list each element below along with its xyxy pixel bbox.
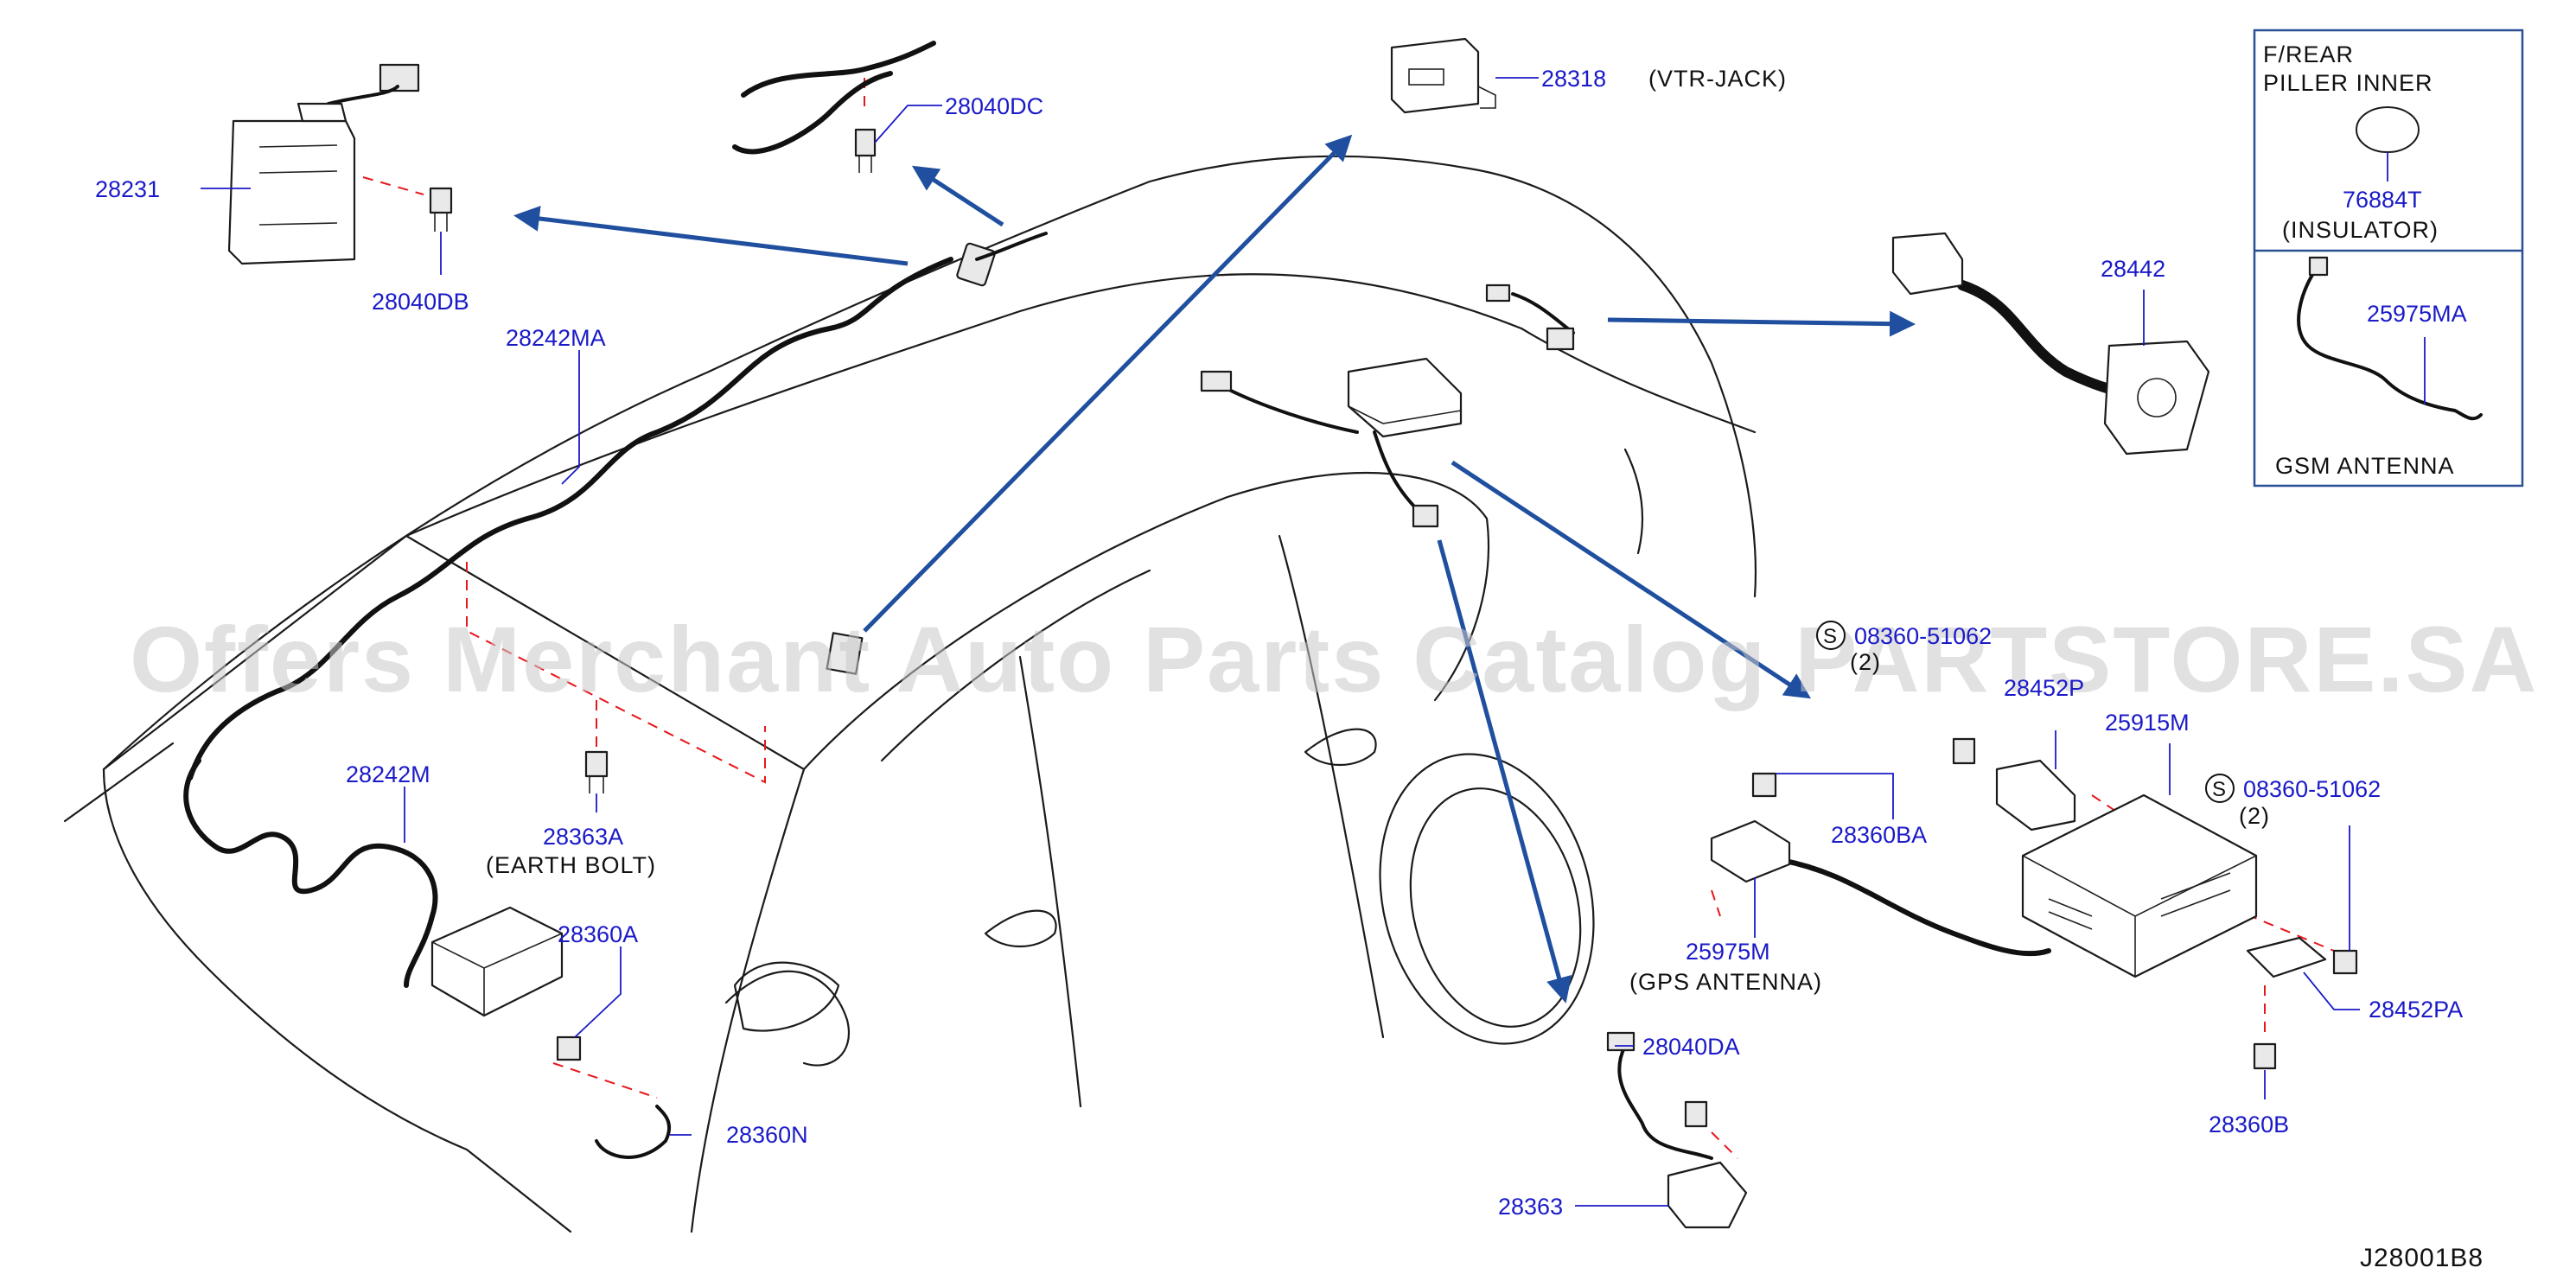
module-28231 bbox=[227, 63, 420, 265]
bolt-28040DC bbox=[854, 128, 877, 173]
vtr-jack-28318 bbox=[1390, 37, 1496, 114]
bolt-08360-top bbox=[1952, 737, 1976, 765]
s-symbol-circle-right bbox=[2205, 774, 2235, 803]
inset-panel bbox=[2253, 29, 2524, 487]
bolt-08360-right bbox=[2332, 949, 2358, 975]
car-connectors bbox=[826, 284, 1575, 675]
label-28242M[interactable]: 28242M bbox=[346, 761, 430, 787]
bolt-28040DB bbox=[429, 187, 453, 232]
bracket-28363 bbox=[1606, 1031, 1748, 1229]
label-28363[interactable]: 28363 bbox=[1498, 1194, 1563, 1220]
bracket-28452P bbox=[1995, 759, 2076, 831]
inset-labels: F/REAR PILLER INNER 76884T (INSULATOR) 2… bbox=[2263, 41, 2467, 479]
label-28318[interactable]: 28318 bbox=[1541, 66, 1606, 92]
s-symbol-top: S bbox=[1823, 625, 1838, 648]
bolt-28360B bbox=[2253, 1042, 2277, 1070]
leader-lines bbox=[201, 77, 2360, 1207]
label-28040DB[interactable]: 28040DB bbox=[372, 289, 469, 315]
label-28442[interactable]: 28442 bbox=[2101, 256, 2165, 282]
harness-28040DC bbox=[732, 41, 936, 155]
harness-28242MA bbox=[188, 232, 1048, 780]
label-qty-right: (2) bbox=[2239, 803, 2270, 829]
bracket-28452PA bbox=[2246, 936, 2327, 978]
label-28231[interactable]: 28231 bbox=[95, 176, 160, 202]
inset-title-line1: F/REAR bbox=[2263, 41, 2354, 67]
label-28452P[interactable]: 28452P bbox=[2004, 675, 2084, 701]
label-earth-bolt: (EARTH BOLT) bbox=[486, 852, 656, 878]
harness-28040DA bbox=[1617, 1044, 1713, 1160]
label-28360A[interactable]: 28360A bbox=[558, 921, 638, 947]
label-25975M[interactable]: 25975M bbox=[1686, 939, 1770, 965]
roof-module bbox=[1347, 357, 1463, 438]
bolt-28363A bbox=[584, 750, 609, 793]
harness-gps bbox=[1778, 857, 2051, 957]
harness-28360N bbox=[595, 1105, 672, 1159]
label-28360N[interactable]: 28360N bbox=[726, 1122, 808, 1148]
harness-28242M bbox=[183, 758, 438, 988]
label-25975MA[interactable]: 25975MA bbox=[2367, 301, 2467, 327]
label-25915M[interactable]: 25915M bbox=[2105, 710, 2190, 736]
antenna-28442 bbox=[1891, 232, 2210, 456]
label-gsm-antenna: GSM ANTENNA bbox=[2275, 453, 2455, 479]
label-08360-right[interactable]: 08360-51062 bbox=[2243, 776, 2381, 802]
module-28360A bbox=[430, 906, 564, 1017]
label-gps-antenna: (GPS ANTENNA) bbox=[1629, 969, 1822, 995]
label-insulator: (INSULATOR) bbox=[2282, 217, 2439, 243]
label-28040DC[interactable]: 28040DC bbox=[945, 93, 1043, 119]
callout-arrows bbox=[513, 134, 1916, 1003]
label-28360B[interactable]: 28360B bbox=[2209, 1112, 2289, 1137]
s-symbol-circle-top bbox=[1816, 621, 1846, 650]
s-symbol-right: S bbox=[2212, 778, 2227, 801]
label-08360-top[interactable]: 08360-51062 bbox=[1854, 623, 1992, 649]
label-28452PA[interactable]: 28452PA bbox=[2369, 997, 2463, 1023]
bolt-28360A bbox=[556, 1035, 582, 1061]
label-vtr-jack: (VTR-JACK) bbox=[1648, 66, 1787, 92]
inset-title-line2: PILLER INNER bbox=[2263, 70, 2433, 96]
part-labels: 28231 28040DB 28040DC 28318 (VTR-JACK) 2… bbox=[95, 66, 2484, 1272]
label-28360BA[interactable]: 28360BA bbox=[1831, 822, 1927, 848]
insulator-76884T-shape bbox=[2356, 106, 2420, 153]
label-28242MA[interactable]: 28242MA bbox=[506, 325, 606, 351]
diagram-code: J28001B8 bbox=[2360, 1244, 2484, 1272]
label-qty-top: (2) bbox=[1850, 649, 1881, 675]
gps-antenna-25975M bbox=[1710, 819, 1791, 883]
watermark-text: Offers Merchant Auto Parts Catalog PARTS… bbox=[130, 607, 2538, 711]
label-28363A[interactable]: 28363A bbox=[543, 824, 623, 850]
label-76884T[interactable]: 76884T bbox=[2343, 187, 2422, 213]
label-28040DA[interactable]: 28040DA bbox=[1642, 1034, 1740, 1060]
bolt-28360BA bbox=[1751, 772, 1777, 798]
unit-25915M bbox=[2021, 793, 2258, 978]
